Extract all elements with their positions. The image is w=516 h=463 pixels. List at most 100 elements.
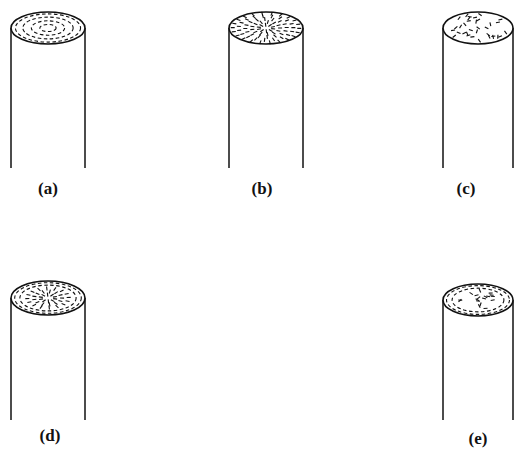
fibril-dash [269,40,270,44]
concentric-layer [20,285,76,311]
fibril-dash [271,28,275,30]
fibril-dash [278,40,281,43]
fibril-dash [257,26,261,28]
fibril-dash [65,293,69,295]
fibril-dash [243,28,247,29]
fibril-dash [464,23,467,26]
fibril-dash [271,26,275,28]
fibril-dash [285,38,289,40]
fibril-dash [272,18,275,21]
fibril-dash [457,32,461,34]
fibril-dash [268,24,271,26]
fibril-dash [243,16,247,18]
concentric-layer [15,283,82,314]
fiber-cylinder [443,12,513,168]
fibril-dash [269,30,273,32]
fibril-dash [283,23,287,25]
fibril-dash [67,297,71,298]
fibril-dash [242,38,246,40]
fibril-dash [490,294,494,295]
fibril-dash [232,23,236,25]
fibril-dash [48,306,50,310]
concentric-layer [40,24,56,31]
fibril-dash [264,17,266,21]
fibril-dash [245,31,249,33]
fibril-dash [479,289,481,293]
fibril-dash [278,20,282,22]
fibril-dash [498,19,502,21]
fibril-dash [290,31,294,33]
fiber-cylinder [11,281,85,420]
fibril-dash [250,26,254,28]
fibril-dash [53,296,57,298]
fibril-dash [491,35,495,37]
concentric-layer [23,17,73,39]
fibril-dash [38,288,41,291]
fibril-dash [280,33,284,34]
fibril-dash [290,23,294,25]
fibril-dash [477,297,480,300]
cross-section [443,284,513,316]
fibril-dash [51,300,54,302]
fibril-dash [237,30,241,31]
fiber-cylinder [11,12,85,168]
fibril-dash [284,30,288,32]
fibril-dash [231,27,235,28]
fibril-dash [49,290,50,294]
cylinder-side [84,298,86,420]
fibril-dash [451,29,455,31]
fibril-dash [42,290,44,293]
panel-label: (e) [469,430,488,447]
panel-label: (d) [40,427,61,444]
fibril-dash [32,304,36,306]
fibril-dash [476,29,477,33]
cross-section [229,12,303,44]
fibril-dash [488,35,490,39]
panel-label: (b) [252,180,273,197]
fibril-dash [489,22,491,26]
fibril-dash [287,17,291,19]
fibril-dash [470,36,474,38]
fibril-dash [478,13,481,15]
cross-section [11,281,85,315]
fibril-dash [237,26,241,27]
fibril-dash [458,17,460,20]
fibril-dash [274,35,277,38]
fibril-dash [498,36,502,37]
fibril-dash [296,32,300,34]
panel-label: (a) [38,180,58,197]
fibril-dash [240,22,244,24]
fiber-cylinder [229,12,303,168]
cylinder-side [512,300,514,420]
fibril-dash [272,32,275,34]
fibril-dash [466,32,468,36]
fibril-dash [62,304,66,306]
fibril-dash [504,31,506,34]
fibril-dash [468,17,470,20]
fibril-dash [39,298,43,300]
concentric-layer [31,21,64,35]
fibril-dash [293,20,297,21]
fibril-dash [485,27,489,29]
fibril-dash [285,20,289,21]
fibril-dash [484,308,488,309]
fibril-dash [54,287,56,290]
fibril-dash [257,28,261,30]
fibril-dash [458,299,462,300]
fibril-dash [246,36,250,38]
fibril-dash [286,34,290,35]
fibril-dash [271,12,272,16]
fibril-dash [473,17,477,19]
fibril-dash [454,26,457,29]
cylinder-side [228,28,230,168]
fibril-dash [480,302,481,306]
cylinder-side [10,298,12,420]
fibril-dash [491,299,495,301]
fibril-dash [266,35,268,39]
concentric-layer [447,286,510,315]
fibril-dash [260,21,263,24]
fiber-cylinder [443,284,513,420]
fibril-dash [46,287,48,291]
fibril-dash [250,34,254,36]
